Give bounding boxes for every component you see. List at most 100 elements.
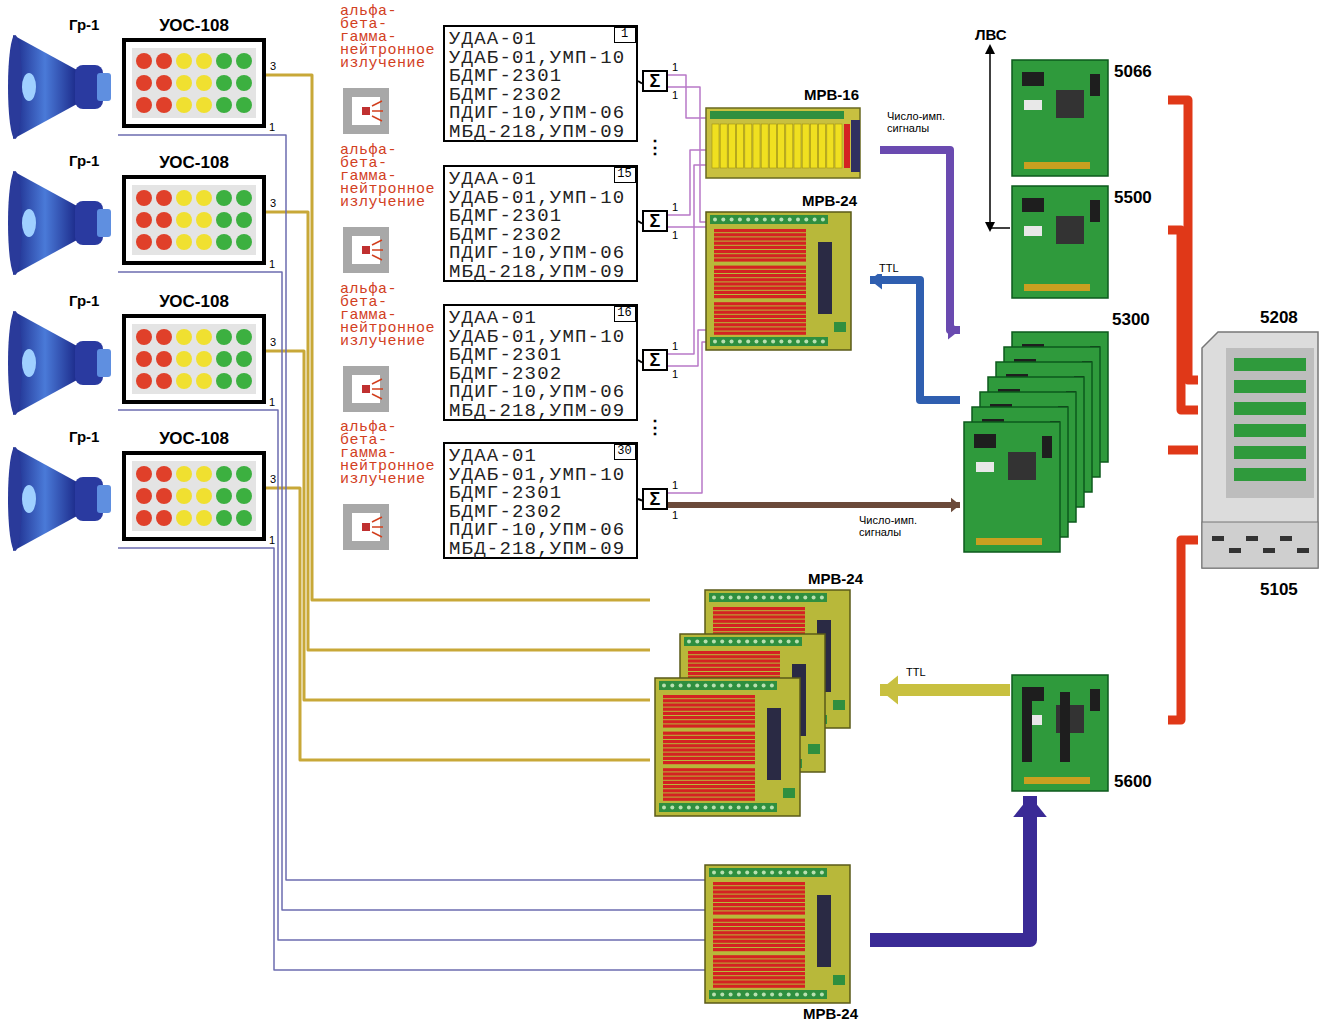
- text-slot: 1: [268, 258, 276, 270]
- drawing-part: [156, 190, 172, 206]
- drawing-part: [196, 190, 212, 206]
- drawing-part: [820, 871, 824, 875]
- wire-label: 1: [268, 534, 276, 546]
- drawing-part: [737, 596, 741, 600]
- drawing-part: [124, 316, 264, 402]
- drawing-part: [713, 611, 805, 614]
- text-slot: 1: [671, 89, 679, 101]
- summator-box: Σ: [642, 70, 668, 92]
- text-slot: Σ: [644, 490, 666, 508]
- node-label: 5105: [1260, 580, 1298, 600]
- node-label: Σ: [644, 212, 666, 230]
- drawing-part: [713, 948, 805, 951]
- drawing-part: [8, 311, 22, 415]
- drawing-part: [8, 447, 22, 551]
- drawing-part: [729, 871, 733, 875]
- drawing-part: [663, 781, 755, 784]
- drawing-part: [1202, 522, 1318, 568]
- node-label: УОС-108: [122, 16, 266, 36]
- drawing-part: [778, 993, 782, 997]
- drawing-part: [156, 234, 172, 250]
- wire-label: 3: [269, 197, 277, 209]
- drawing-part: [688, 655, 780, 658]
- wire-label: 1: [268, 258, 276, 270]
- drawing-part: [802, 124, 809, 168]
- channel-number: 16: [615, 307, 634, 320]
- drawing-part: [803, 596, 807, 600]
- drawing-part: [714, 237, 806, 240]
- connector: [118, 548, 705, 970]
- drawing-part: [713, 959, 805, 962]
- drawing-part: [136, 373, 152, 389]
- drawing-part: [1202, 332, 1318, 568]
- drawing-part: [670, 684, 674, 688]
- drawing-part: [216, 53, 232, 69]
- text-slot: 15: [615, 168, 634, 181]
- drawing-part: [97, 73, 111, 101]
- drawing-part: [795, 596, 799, 600]
- connector: [668, 87, 706, 222]
- drawing-part: [795, 871, 799, 875]
- drawing-part: [713, 620, 805, 623]
- drawing-part: [1234, 380, 1306, 393]
- summator-box: Σ: [642, 210, 668, 232]
- connector: [266, 351, 650, 700]
- drawing-part: [663, 768, 755, 771]
- connector: [668, 342, 706, 493]
- node-label: Гр-1: [69, 152, 99, 169]
- drawing-part: [663, 736, 755, 739]
- node-label: Гр-1: [69, 292, 99, 309]
- drawing-part: [655, 678, 800, 816]
- relay-board-drawing: [705, 862, 870, 1024]
- drawing-part: [156, 53, 172, 69]
- drawing-part: [794, 124, 801, 168]
- drawing-part: [196, 234, 212, 250]
- drawing-part: [786, 124, 793, 168]
- drawing-part: [769, 124, 776, 168]
- drawing-part: [817, 895, 831, 967]
- drawing-part: [136, 466, 152, 482]
- channel-number: 16: [614, 306, 636, 322]
- drawing-part: [729, 596, 733, 600]
- drawing-part: [762, 871, 766, 875]
- drawing-part: [714, 258, 806, 261]
- drawing-part: [714, 291, 806, 294]
- drawing-part: [216, 510, 232, 526]
- drawing-part: [714, 315, 806, 318]
- node-label: 5066: [1114, 62, 1152, 82]
- drawing-part: [176, 53, 192, 69]
- detector-model: БДМГ-2302: [449, 226, 562, 245]
- drawing-part: [712, 596, 716, 600]
- drawing-part: [714, 302, 806, 305]
- drawing-part: [712, 871, 716, 875]
- radiation-source: [343, 504, 389, 550]
- drawing-part: [720, 596, 724, 600]
- node-label: 5208: [1260, 308, 1298, 328]
- computer-case-drawing: [1198, 308, 1324, 598]
- text-slot: 1: [671, 201, 679, 213]
- io-card: 5066: [1010, 58, 1168, 180]
- drawing-part: [236, 466, 252, 482]
- drawing-part: [663, 761, 755, 764]
- drawing-part: [688, 668, 780, 671]
- text-slot: Гр-1: [69, 292, 99, 309]
- drawing-part: [97, 349, 111, 377]
- node-label: УОС-108: [122, 429, 266, 449]
- detector-model: БДМГ-2302: [449, 365, 562, 384]
- detector-model: УДАБ-01,УМП-10: [449, 189, 625, 208]
- node-label: МРВ-24: [802, 192, 857, 209]
- detector-model: УДАБ-01,УМП-10: [449, 466, 625, 485]
- drawing-part: [705, 865, 850, 1003]
- drawing-part: [761, 124, 768, 168]
- drawing-part: [688, 672, 780, 675]
- channel-number: 1: [615, 28, 634, 41]
- drawing-part: [236, 190, 252, 206]
- drawing-part: [1246, 536, 1258, 541]
- drawing-part: [779, 340, 783, 344]
- drawing-part: [804, 218, 808, 222]
- drawing-part: [1012, 60, 1108, 176]
- connector: [266, 75, 650, 600]
- drawing-part: [753, 806, 757, 810]
- drawing-part: [216, 190, 232, 206]
- drawing-part: [729, 640, 733, 644]
